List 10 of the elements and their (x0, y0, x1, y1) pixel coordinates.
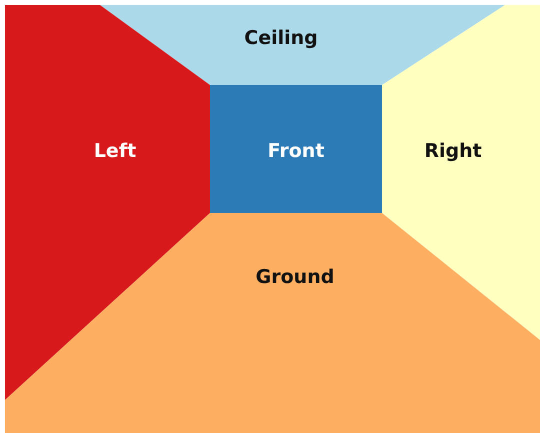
panel-label: Right (424, 138, 482, 164)
ceiling-panel (100, 5, 505, 85)
panel-label: Ceiling (244, 26, 318, 51)
front-wall-panel (210, 85, 382, 213)
panel-label: Ground (256, 264, 334, 290)
panel-label: Front (268, 138, 324, 164)
right-wall-panel (382, 5, 540, 340)
ground-panel (5, 213, 540, 433)
panel-label: Left (94, 138, 136, 164)
left-wall-panel (5, 5, 210, 400)
